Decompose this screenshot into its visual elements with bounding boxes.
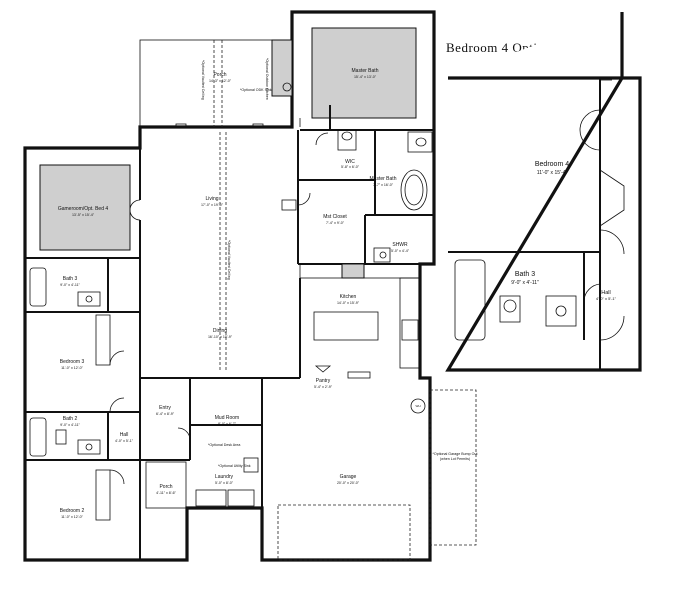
laundry-label: Laundry [215,474,234,480]
rear-porch [139,39,293,129]
dining-label: Dining [213,328,227,334]
bath3-label: Bath 3 [63,276,78,282]
laundry-dim: 5'-0" x 8'-0" [215,481,234,485]
pantry-dim: 5'-4" x 2'-9" [314,385,333,389]
utility-sink-note: *Optional Utility Sink [218,464,251,468]
master-bath-label: Master Bath [352,68,379,74]
opt-hall-dim: 4'-0" x 5'-1" [596,296,617,301]
garage-area [277,389,477,561]
pantry-label: Pantry [316,378,331,384]
bedroom2-label: Bedroom 2 [60,508,85,514]
opt-bath3-dim: 9'-0" x 4'-11" [511,280,539,286]
living-label: Living [205,196,218,202]
shower-dim: 5'-0" x 4'-4" [391,249,410,253]
kitchen-area [299,263,421,379]
mst-closet-dim: 7'-4" x 9'-0" [326,221,345,225]
opt-bedroom4-dim: 11'-0" x 15'-4" [537,170,568,176]
water-heater-label: WH [416,404,421,408]
bedroom2-area [95,469,125,521]
front-porch-dim: 4'-11" x 8'-6" [156,491,177,495]
rear-porch-dim: 14'-3" x 12'-0" [209,79,232,83]
mst-closet-label: Mst Closet [323,214,347,220]
hall-dim: 4'-0" x 5'-1" [115,439,134,443]
living-dining-area [140,132,300,379]
living-dim: 17'-0" x 19'-0" [201,203,224,207]
garage-label: Garage [340,474,357,480]
garage-bumpout-note: *Optional Garage Bump Out (when Lot Perm… [432,452,478,461]
bedroom3-area [25,314,140,413]
wic-label: WIC [345,159,355,165]
bath2-area [25,412,140,461]
wic-dim: 5'-8" x 6'-0" [341,165,360,169]
entry-dim: 6'-4" x 8'-9" [156,412,175,416]
dining-dim: 16'-10" x 10'-9" [208,335,233,339]
gameroom-label: Gameroom/Opt. Bed 4 [58,206,109,212]
vaulted-living-note: *Optional Vaulted Ceiling [227,240,231,280]
gameroom-area [25,148,141,378]
outdoor-kitchen-note: *Optional Outdoor Kitchen [265,58,269,100]
garage-dim: 20'-0" x 20'-0" [337,481,360,485]
mud-room-label: Mud Room [215,415,239,421]
bath2-label: Bath 2 [63,416,78,422]
bath3-area [25,258,140,313]
master-bath2-label: Master Bath [370,176,397,182]
bath3-dim: 9'-0" x 4'-11" [60,283,81,287]
opt-bath3-label: Bath 3 [515,271,535,278]
garage-bumpout-note-box: *Optional Garage Bump Out (when Lot Perm… [432,452,478,461]
shower-label: SHWR [392,242,408,248]
desk-area-note: *Optional Desk Area [208,443,240,447]
odk-sink-note: *Optional ODK Sink [240,88,272,92]
opt-bedroom4-label: Bedroom 4 [535,161,569,168]
bedroom2-dim: 11'-0" x 12'-0" [61,515,84,519]
bedroom3-label: Bedroom 3 [60,359,85,365]
entry-label: Entry [159,405,171,411]
master-bath-area [299,27,434,131]
bedroom3-dim: 11'-0" x 12'-0" [61,366,84,370]
front-porch [145,461,187,509]
hall-label: Hall [120,432,129,438]
kitchen-label: Kitchen [340,294,357,300]
bath2-dim: 9'-0" x 4'-11" [60,423,81,427]
front-porch-label: Porch [159,484,172,490]
vaulted-porch-note: *Optional Vaulted Ceiling [201,60,205,100]
bedroom4-option-plan [445,12,642,372]
master-bath2-dim: 7'-7" x 16'-0" [373,183,394,187]
master-bath-dim: 15'-4" x 13'-0" [354,75,377,79]
entry-area [109,378,263,560]
mud-room-dim: 8'-0" x 6'-7" [218,422,237,426]
kitchen-dim: 14'-0" x 15'-9" [337,301,360,305]
rear-porch-label: Porch [213,72,226,78]
opt-hall-label: Hall [601,290,610,296]
gameroom-dim: 13'-5" x 15'-4" [72,213,95,217]
